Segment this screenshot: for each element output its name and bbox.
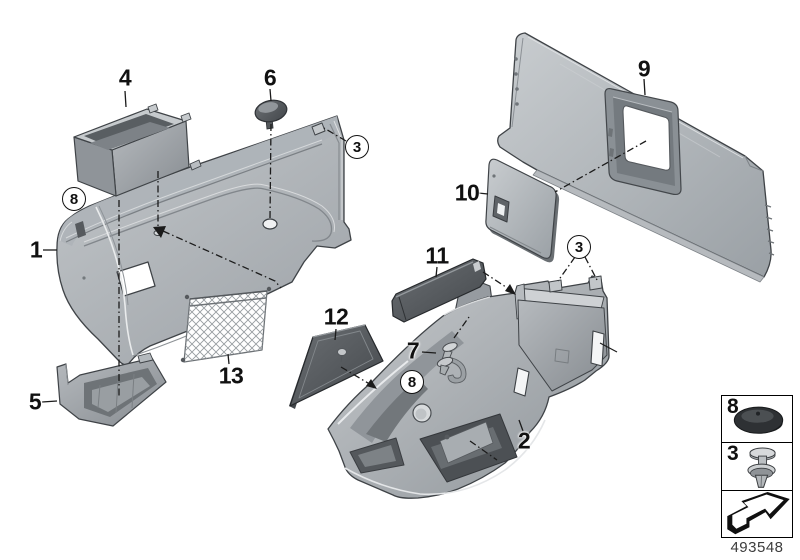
part-11-bracket — [391, 258, 487, 323]
callout-5: 5 — [28, 388, 42, 415]
part-12-cover-lid — [289, 324, 384, 409]
callout-13: 13 — [218, 362, 244, 389]
part-9-rear-trim-panel — [497, 32, 775, 283]
callout-9: 9 — [637, 55, 651, 82]
callout-11: 11 — [425, 242, 449, 269]
callout-2: 2 — [517, 427, 531, 454]
part-13-luggage-net — [180, 286, 272, 363]
callout-8: 8 — [400, 370, 424, 394]
legend-box: 8 3 — [721, 395, 793, 538]
part-1-left-trim-panel — [56, 115, 352, 366]
callout-7: 7 — [406, 337, 420, 364]
page-arrow-icon — [727, 491, 790, 534]
callout-3: 3 — [345, 135, 369, 159]
part-2-right-trim-panel — [327, 275, 618, 499]
legend-item-rivet: 3 — [722, 442, 792, 491]
callout-6: 6 — [263, 64, 277, 91]
legend-item-grommet: 8 — [722, 395, 792, 444]
diagram-number: 493548 — [730, 539, 784, 556]
callout-3: 3 — [567, 235, 591, 259]
legend-number-3: 3 — [727, 442, 739, 466]
legend-number-8: 8 — [727, 395, 739, 418]
part-5-lower-tray — [56, 352, 167, 427]
callout-1: 1 — [29, 236, 43, 263]
callout-10: 10 — [454, 179, 480, 206]
part-7-clip — [436, 342, 467, 384]
part-6-cap — [254, 99, 288, 130]
callout-8: 8 — [62, 187, 86, 211]
leader-lines — [41, 78, 647, 461]
callout-12: 12 — [323, 303, 349, 330]
part-10-access-lid — [485, 158, 560, 263]
expanding-rivet-icon — [747, 447, 776, 489]
part-4-storage-tray — [73, 103, 192, 197]
grommet-plug-icon — [733, 406, 784, 434]
callout-4: 4 — [118, 64, 132, 91]
legend-item-continue — [722, 491, 792, 537]
